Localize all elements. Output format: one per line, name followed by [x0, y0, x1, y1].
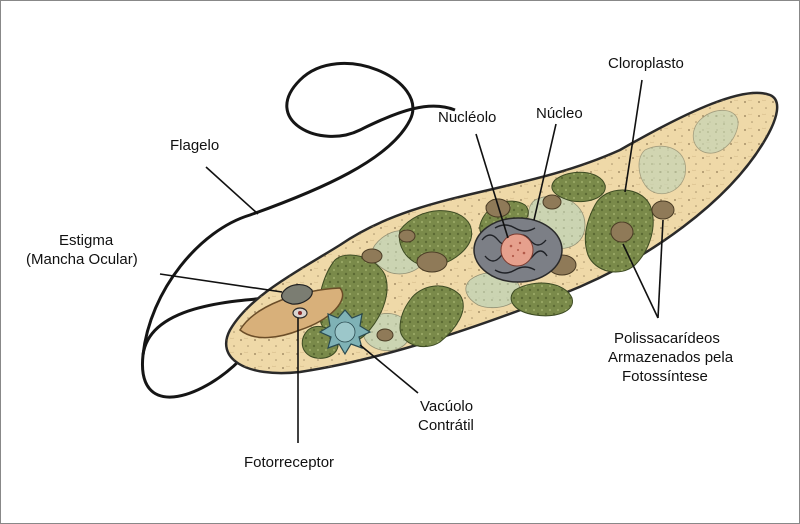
paramylon-granule [542, 194, 562, 210]
leader-flagelo [205, 166, 259, 215]
leader-nucleolo [475, 133, 509, 239]
label-nucleolo: Nucléolo [438, 109, 496, 126]
chloroplast [399, 285, 464, 347]
leader-estigma [159, 273, 283, 293]
contractile-vacuole [318, 309, 372, 356]
nucleolus-texture [509, 241, 526, 258]
label-polissacarideos: Polissacarídeos [614, 330, 720, 347]
reservoir [239, 287, 344, 339]
paramylon-granule [610, 221, 634, 243]
label-estigma: Estigma [59, 232, 114, 249]
stigma [281, 284, 313, 305]
chloroplast [510, 282, 573, 317]
vesicle [638, 145, 687, 194]
leader-poli-2 [657, 219, 664, 319]
leader-poli-1 [622, 243, 659, 319]
paramylon-granule [376, 328, 394, 342]
paramylon-granule [398, 229, 416, 243]
leader-cloroplasto [624, 79, 643, 193]
label-vacuolo: Vacúolo [420, 398, 473, 415]
photoreceptor-core [298, 311, 302, 315]
paramylon-granule [416, 251, 448, 273]
label-nucleo: Núcleo [536, 105, 583, 122]
label-flagelo: Flagelo [170, 137, 219, 154]
paramylon-granule [651, 200, 675, 220]
leader-lines [159, 79, 664, 443]
chloroplast [551, 171, 606, 203]
leader-vacuolo [359, 344, 419, 394]
flagellum-long [141, 62, 456, 356]
label-fotossintese: Fotossíntese [622, 368, 708, 385]
chloroplast [398, 210, 473, 267]
label-fotorreceptor: Fotorreceptor [244, 454, 334, 471]
label-mancha-ocular: (Mancha Ocular) [26, 251, 138, 268]
leader-nucleo [533, 123, 557, 221]
vesicle [692, 110, 739, 154]
paramylon-granule [361, 248, 383, 264]
label-contratil: Contrátil [418, 417, 474, 434]
label-armazenados: Armazenados pela [608, 349, 734, 366]
label-cloroplasto: Cloroplasto [608, 55, 684, 72]
